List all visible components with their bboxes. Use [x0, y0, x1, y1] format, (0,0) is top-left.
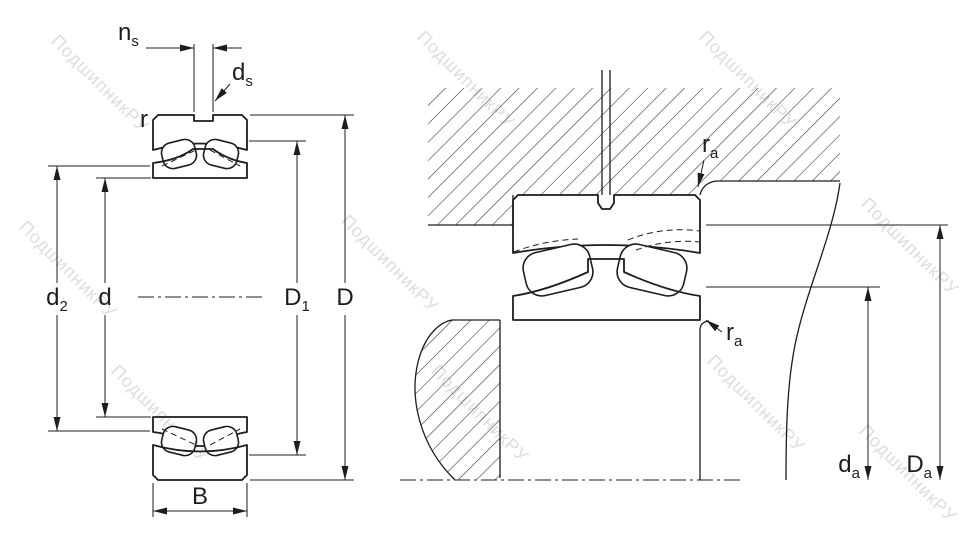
label-ns: ns — [118, 19, 139, 50]
label-da-sub: a — [852, 465, 861, 482]
leader-ds — [214, 83, 231, 102]
inner-ring-top-section — [152, 148, 248, 179]
label-ns-main: n — [118, 19, 131, 46]
label-B: B — [192, 483, 208, 510]
watermark-text: ПодшипникРУ — [857, 194, 963, 300]
label-ds: ds — [232, 59, 253, 90]
roller-bottom-right — [202, 425, 240, 457]
label-d: d — [98, 284, 111, 311]
shaft-step-face — [699, 320, 710, 480]
label-ra-top-main: r — [702, 131, 710, 158]
watermark-text: ПодшипникРУ — [107, 361, 213, 467]
inner-ring-section-mounted — [512, 258, 701, 321]
label-D1-main: D — [284, 284, 301, 311]
label-D1: D1 — [284, 284, 310, 315]
label-da: da — [838, 451, 860, 482]
right-view-mounted-section: ra ra da Da — [400, 70, 948, 482]
roller-left-mounted — [522, 243, 594, 297]
label-D1-sub: 1 — [302, 298, 310, 315]
label-d2-main: d — [46, 284, 59, 311]
label-da-main: d — [838, 451, 851, 478]
left-view-bearing-section: ns ds r d2 d D1 D B — [46, 19, 354, 517]
hidden-roller-line — [513, 238, 579, 253]
outer-ring-section-mounted — [512, 194, 701, 254]
housing-outer-contour — [785, 182, 841, 481]
hidden-raceway-line — [209, 149, 241, 167]
label-ra-bottom-sub: a — [734, 333, 743, 350]
label-ra-top-sub: a — [710, 145, 719, 162]
label-D: D — [336, 284, 353, 311]
label-ra-bottom-main: r — [726, 319, 734, 346]
roller-right-mounted — [616, 243, 688, 297]
roller-top-left — [160, 138, 198, 170]
label-ds-sub: s — [245, 73, 253, 90]
label-ra-top: ra — [702, 131, 719, 162]
label-r: r — [140, 106, 148, 133]
housing-bore-edge-fillet — [699, 180, 840, 196]
hidden-raceway-line — [161, 149, 197, 167]
roller-bottom-left — [160, 425, 198, 457]
shaft-shoulder-break-line — [414, 319, 500, 481]
label-Da-sub: a — [924, 465, 933, 482]
outer-ring-bottom-section — [152, 444, 248, 481]
hidden-roller-line — [627, 229, 700, 241]
leader-ra-bottom — [705, 319, 723, 333]
label-Da-main: D — [906, 451, 923, 478]
label-ds-main: d — [232, 59, 245, 86]
label-ns-sub: s — [131, 33, 139, 50]
watermark-text: ПодшипникРУ — [703, 351, 809, 457]
leader-ra-top — [697, 159, 705, 188]
housing-section — [428, 88, 840, 225]
label-d2-sub: 2 — [60, 298, 68, 315]
shaft-shoulder-section — [415, 320, 500, 480]
hidden-raceway-line — [161, 428, 197, 446]
label-d2: d2 — [46, 284, 68, 315]
hidden-raceway-line — [209, 428, 241, 446]
label-ra-bottom: ra — [726, 319, 743, 350]
label-Da: Da — [906, 451, 932, 482]
hidden-roller-line — [635, 240, 700, 251]
